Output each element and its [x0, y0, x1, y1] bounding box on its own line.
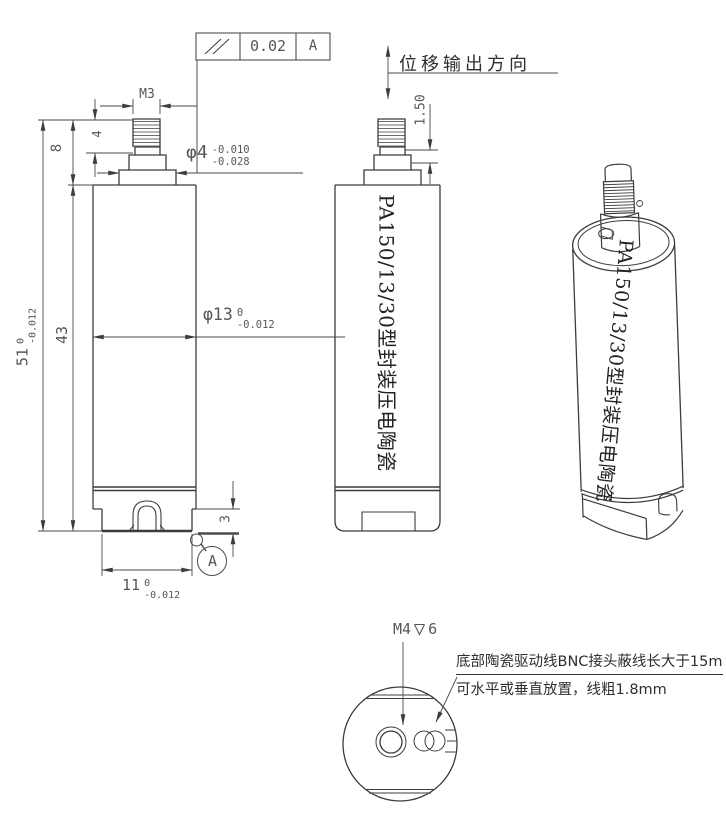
note-line-1: 底部陶瓷驱动线BNC接头蔽线长大于15m: [456, 650, 723, 675]
iso-thread-coil: [603, 183, 635, 213]
bottom-view: [342, 686, 458, 802]
iso-boss-tab: [600, 226, 613, 240]
bottom-thread-hole-outer: [375, 726, 407, 758]
iso-boss: [599, 211, 641, 253]
dim-label-8: 8: [49, 143, 65, 153]
side-thread-outline: [377, 118, 406, 147]
side-notch: [361, 511, 416, 531]
iso-body-sides: [572, 245, 684, 492]
dim-51-nominal: 51: [13, 348, 32, 367]
cable-hatch: [445, 729, 457, 753]
front-thread-coil: [133, 121, 160, 147]
side-thread-coil: [378, 121, 405, 147]
dim-label-51: 51 0 -0.012: [13, 307, 39, 367]
iso-base-notch: [658, 493, 678, 516]
parallelism-icon: [204, 38, 230, 55]
bottom-circle: [342, 686, 458, 802]
tolerance-frame: [195, 32, 331, 173]
cable-exit-circle-1: [413, 730, 435, 752]
dim-label-m3: M3: [139, 87, 155, 102]
dim-label-4: 4: [90, 130, 104, 138]
iso-boss-dot: [636, 200, 644, 207]
dim-label-dia4: φ4 -0.010 -0.028: [186, 142, 250, 169]
bottom-thread-size: M4: [393, 620, 412, 638]
datum-balloon: [197, 546, 227, 576]
dim-label-3: 3: [218, 515, 234, 523]
front-flange-lines: [93, 486, 196, 492]
bottom-thread-hole-inner: [379, 730, 403, 754]
note-line-2: 可水平或垂直放置，线粗1.8mm: [456, 682, 667, 698]
datum-leader: [200, 543, 207, 552]
cable-exit-circle-2: [424, 730, 446, 752]
dia13-tolerance: 0 -0.012: [236, 307, 275, 332]
dim-label-11: 11 0 -0.012: [122, 578, 180, 601]
datum-label: A: [207, 552, 218, 570]
side-stud-steps: [363, 146, 422, 185]
front-stud-steps: [118, 146, 177, 185]
side-body-outline: [334, 184, 441, 532]
dim-label-150: 1.50: [413, 94, 429, 126]
dim-51-tolerance: 0 -0.012: [15, 307, 39, 345]
front-slot-feet: [128, 524, 166, 532]
front-body-outline: [92, 184, 197, 531]
tolerance-value: 0.02: [249, 37, 287, 55]
dim-150-ext: [405, 149, 438, 164]
iso-stud-cap: [604, 163, 632, 182]
datum-target-circle: [190, 533, 203, 547]
side-product-label: PA150/13/30型封装压电陶瓷: [374, 194, 399, 472]
iso-base: [581, 493, 684, 541]
bottom-thread-callout: M4 6: [393, 620, 437, 638]
front-dimensions: [38, 99, 345, 576]
front-view: [92, 118, 197, 533]
side-flange-lines: [335, 486, 440, 492]
dim-11-tolerance: 0 -0.012: [144, 578, 181, 601]
dim-label-dia13: φ13 0 -0.012: [203, 305, 275, 332]
tolerance-frame-box: [195, 32, 331, 61]
dim-label-43: 43: [53, 325, 71, 345]
bottom-thread-depth: 6: [428, 620, 438, 638]
dia4-nominal: φ4: [186, 142, 208, 163]
front-thread-outline: [132, 118, 161, 147]
front-slot-outer: [132, 500, 162, 531]
depth-symbol-icon: [414, 623, 426, 636]
displacement-direction-label: 位移输出方向: [399, 54, 531, 75]
iso-top-rim-inner: [577, 220, 670, 267]
bottom-flats: [365, 694, 435, 794]
bottom-notes: 底部陶瓷驱动线BNC接头蔽线长大于15m 可水平或垂直放置，线粗1.8mm: [456, 650, 723, 699]
dia4-tolerance: -0.010 -0.028: [211, 144, 250, 169]
iso-view: [571, 163, 684, 541]
dim-11-nominal: 11: [122, 576, 141, 594]
tolerance-datum: A: [308, 38, 318, 54]
dia13-nominal: φ13: [203, 305, 233, 324]
side-dimensions: [385, 45, 558, 184]
front-slot-inner: [137, 505, 157, 531]
bottom-view-leaders: [400, 642, 458, 726]
side-view: [334, 118, 441, 532]
note-leader: [435, 676, 458, 723]
